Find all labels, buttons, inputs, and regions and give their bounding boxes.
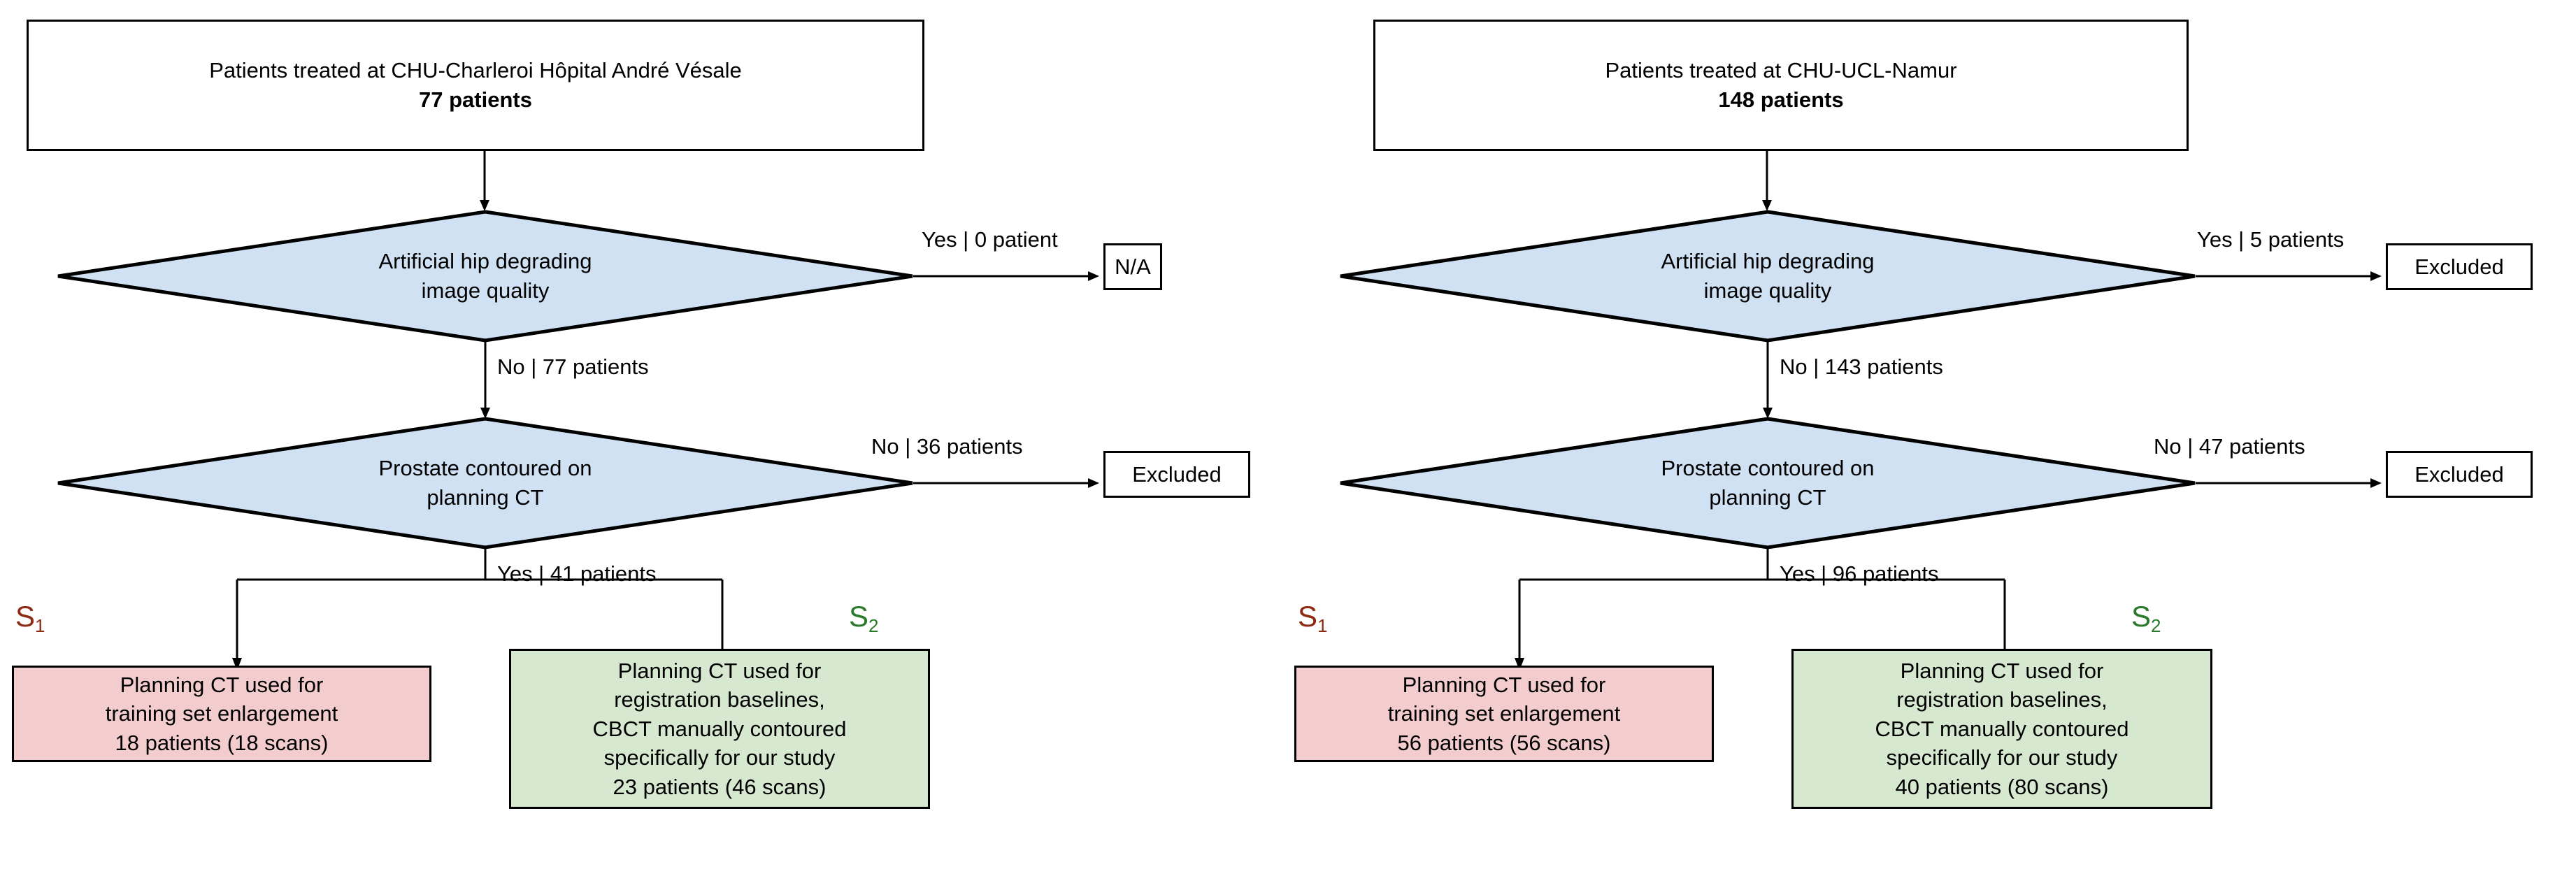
panel-charleroi: Patients treated at CHU-Charleroi Hôpita… [12,20,1250,809]
result-box-s2-namur: Planning CT used for registration baseli… [1791,649,2212,809]
s1-line-3: 18 patients (18 scans) [115,730,329,755]
s1-line-2: training set enlargement [1387,701,1621,726]
source-line-1: Patients treated at CHU-UCL-Namur [1605,58,1957,83]
source-box-namur: Patients treated at CHU-UCL-Namur 148 pa… [1373,20,2189,151]
connector-decision1-no [477,340,494,419]
decision1-charleroi: Artificial hip degrading image quality [56,210,915,343]
decision1-yes-label: Yes | 5 patients [2197,227,2345,252]
panel-namur: Patients treated at CHU-UCL-Namur 148 pa… [1288,0,2576,876]
result-box-s1-namur: Planning CT used for training set enlarg… [1294,666,1714,762]
source-line-2: 148 patients [1718,87,1844,112]
decision1-yes-target-box: N/A [1103,243,1162,290]
s2-line-3: CBCT manually contoured [1875,716,2129,741]
decision1-yes-target-label: Excluded [2414,254,2504,279]
source-line-2: 77 patients [419,87,532,112]
connector-decision1-yes [2196,266,2383,286]
connector-source-to-decision1 [1759,151,1775,211]
decision2-yes-label: Yes | 41 patients [497,561,657,586]
s1-line-2: training set enlargement [105,701,338,726]
s1-line-1: Planning CT used for [1402,672,1606,697]
decision2-no-label: No | 36 patients [871,434,1023,459]
decision1-no-label: No | 77 patients [497,354,649,379]
s1-line-1: Planning CT used for [120,672,324,697]
decision1-yes-target-box: Excluded [2386,243,2533,290]
decision2-no-target-box: Excluded [1103,451,1250,498]
s1-tag: S [15,600,36,633]
s2-tag-sub: 2 [2151,615,2161,636]
set-label-s2-namur: S2 [2131,600,2161,636]
decision1-no-label: No | 143 patients [1780,354,1943,379]
s1-tag-sub: 1 [1317,615,1328,636]
set-label-s1-namur: S1 [1298,600,1327,636]
decision2-no-label: No | 47 patients [2154,434,2305,459]
s2-line-2: registration baselines, [614,687,825,712]
connector-decision2-no [2196,473,2383,493]
decision2-charleroi: Prostate contoured on planning CT [56,417,915,550]
result-box-s1-charleroi: Planning CT used for training set enlarg… [12,666,431,762]
s2-line-2: registration baselines, [1896,687,2108,712]
s2-line-3: CBCT manually contoured [592,716,847,741]
decision1-yes-label: Yes | 0 patient [922,227,1058,252]
s2-tag: S [849,600,869,633]
s2-tag: S [2131,600,2152,633]
decision2-no-target-box: Excluded [2386,451,2533,498]
decision1-namur: Artificial hip degrading image quality [1338,210,2197,343]
s1-tag-sub: 1 [35,615,45,636]
set-label-s2-charleroi: S2 [849,600,878,636]
decision1-yes-target-label: N/A [1115,254,1151,279]
connector-decision1-no [1759,340,1776,419]
s2-tag-sub: 2 [868,615,879,636]
source-line-1: Patients treated at CHU-Charleroi Hôpita… [209,58,742,83]
decision2-namur: Prostate contoured on planning CT [1338,417,2197,550]
s2-line-1: Planning CT used for [1900,658,2104,683]
set-label-s1-charleroi: S1 [15,600,45,636]
decision2-no-target-label: Excluded [1132,461,1222,487]
result-box-s2-charleroi: Planning CT used for registration baseli… [509,649,930,809]
s2-line-4: specifically for our study [1886,745,2118,770]
s1-tag: S [1298,600,1318,633]
s2-line-4: specifically for our study [603,745,836,770]
s2-line-5: 40 patients (80 scans) [1895,774,2109,799]
connector-decision2-no [913,473,1101,493]
source-box-charleroi: Patients treated at CHU-Charleroi Hôpita… [27,20,924,151]
s2-line-1: Planning CT used for [617,658,822,683]
s2-line-5: 23 patients (46 scans) [613,774,827,799]
s1-line-3: 56 patients (56 scans) [1397,730,1611,755]
decision2-yes-label: Yes | 96 patients [1780,561,1939,586]
decision2-no-target-label: Excluded [2414,461,2504,487]
connector-decision1-yes [913,266,1101,286]
connector-source-to-decision1 [476,151,493,211]
